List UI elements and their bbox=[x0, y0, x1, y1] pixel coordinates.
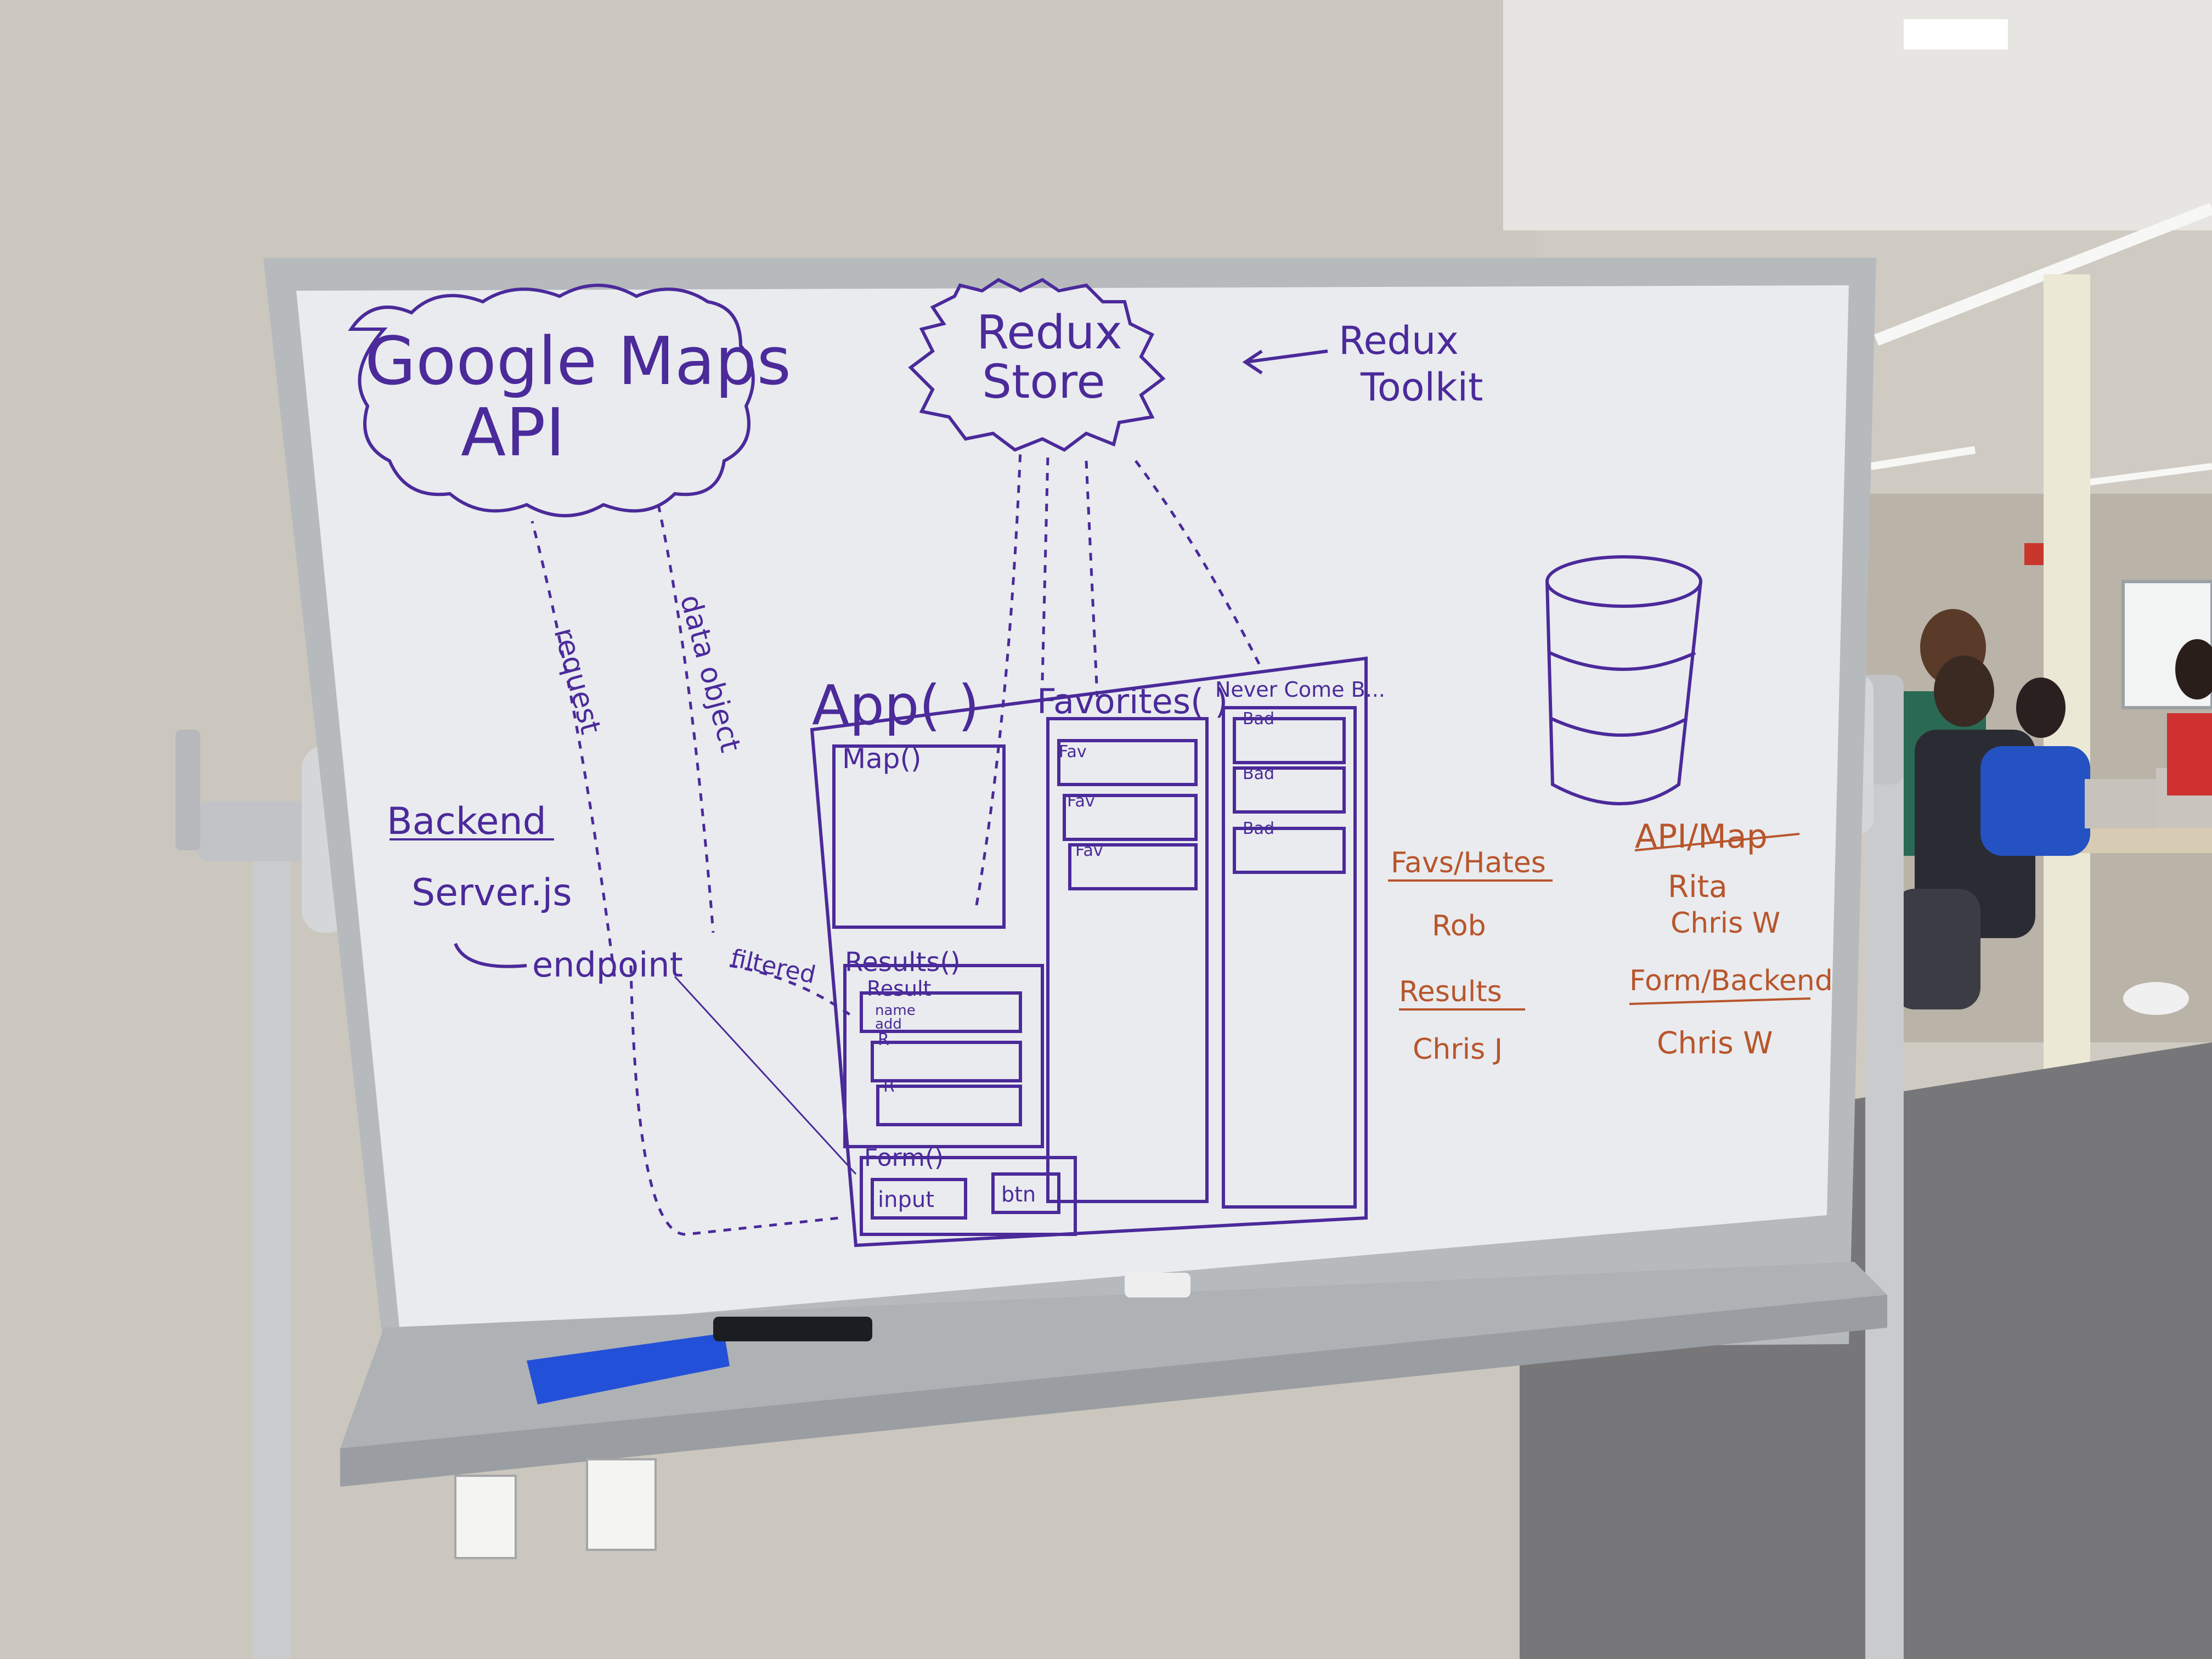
favs-hates-name: Rob bbox=[1432, 910, 1486, 943]
api-map-name: Chris W bbox=[1671, 907, 1780, 940]
results-heading: Results bbox=[1399, 975, 1502, 1008]
whiteboard-surface bbox=[296, 285, 1849, 1339]
favorites-title: Favorites( ) bbox=[1037, 681, 1228, 721]
favs-hates-heading: Favs/Hates bbox=[1391, 847, 1546, 879]
sneakers bbox=[2123, 982, 2189, 1015]
bad-row bbox=[1233, 766, 1346, 814]
marker-tray-lip bbox=[340, 1295, 1887, 1487]
stand-clamp-left bbox=[198, 801, 318, 861]
bad-item: Bad bbox=[1243, 764, 1274, 783]
tray-clip bbox=[1125, 1273, 1190, 1297]
result-r-label: R bbox=[883, 1077, 895, 1096]
fav-item: Fav bbox=[1059, 742, 1087, 761]
bad-item: Bad bbox=[1243, 709, 1274, 729]
endpoint-line bbox=[674, 975, 857, 1175]
request-arrow bbox=[531, 521, 616, 977]
person bbox=[1980, 746, 2090, 856]
fav-row bbox=[1063, 794, 1198, 841]
server-arrow bbox=[454, 943, 527, 968]
drawings bbox=[348, 278, 1702, 1248]
redux-toolkit-label-2: Toolkit bbox=[1360, 365, 1483, 410]
filtered-arrow bbox=[729, 964, 851, 1017]
stand-leg-right bbox=[1865, 757, 1904, 1659]
database-icon bbox=[1545, 555, 1702, 805]
btn-box bbox=[991, 1172, 1060, 1214]
result-name-label: name bbox=[875, 1002, 916, 1019]
google-maps-label: Google Maps bbox=[365, 324, 791, 400]
person-head bbox=[2016, 678, 2066, 738]
data-object-arrow bbox=[657, 504, 715, 933]
result-label: Result bbox=[867, 977, 931, 1001]
form-label: Form() bbox=[864, 1144, 944, 1172]
person bbox=[2167, 713, 2212, 795]
result-row bbox=[860, 991, 1022, 1033]
map-label: Map() bbox=[842, 743, 922, 775]
result-add-label: add bbox=[875, 1016, 902, 1032]
power-outlet-icon bbox=[586, 1458, 657, 1551]
result-row bbox=[876, 1085, 1022, 1126]
dashed-arrows bbox=[531, 449, 1263, 1236]
api-map-heading: API/Map bbox=[1635, 817, 1768, 856]
eraser-icon bbox=[527, 1333, 730, 1404]
pillar bbox=[2044, 274, 2090, 1086]
form-box bbox=[860, 1156, 1077, 1236]
map-box bbox=[832, 744, 1006, 929]
toolkit-arrow bbox=[1245, 349, 1328, 364]
form-backend-heading: Form/Backend bbox=[1629, 964, 1833, 997]
result-row bbox=[871, 1041, 1022, 1082]
input-label: input bbox=[878, 1187, 934, 1212]
assignment-underlines bbox=[1388, 833, 1811, 1011]
results-name: Chris J bbox=[1413, 1033, 1503, 1066]
never-come-back-title: Never Come B... bbox=[1215, 678, 1385, 702]
person-head bbox=[1934, 656, 1994, 727]
google-maps-api-label: API bbox=[461, 395, 565, 471]
result-r-label: R bbox=[878, 1030, 889, 1049]
fav-row bbox=[1057, 739, 1198, 786]
results-box bbox=[843, 964, 1044, 1148]
ceiling bbox=[1503, 0, 2212, 230]
ceiling-light-strip-2 bbox=[1870, 446, 1976, 470]
input-box bbox=[871, 1178, 967, 1220]
redux-arrow-up-2 bbox=[1041, 455, 1049, 681]
laptop bbox=[2085, 779, 2156, 828]
server-js-label: Server.js bbox=[411, 871, 572, 915]
fav-row bbox=[1068, 843, 1198, 890]
person-head bbox=[2175, 639, 2212, 699]
power-outlet-icon bbox=[454, 1475, 517, 1559]
redux-label: Redux bbox=[977, 306, 1122, 360]
spiky-cloud-icon bbox=[908, 278, 1166, 452]
backend-heading: Backend bbox=[387, 800, 546, 843]
purple-labels: Google Maps API Redux Store Redux Toolki… bbox=[365, 306, 1483, 1212]
cloud-icon bbox=[348, 284, 755, 517]
bad-row bbox=[1233, 827, 1346, 874]
stand-leg-left bbox=[252, 839, 291, 1659]
app-frame bbox=[810, 656, 1368, 1248]
results-label: Results() bbox=[845, 947, 961, 978]
endpoint-label: endpoint bbox=[532, 945, 683, 985]
fav-item: Fav bbox=[1075, 841, 1103, 860]
bad-item: Bad bbox=[1243, 819, 1274, 838]
api-map-name: Rita bbox=[1668, 869, 1728, 904]
ceiling-light-strip-3 bbox=[2084, 463, 2212, 486]
app-title: App( ) bbox=[812, 673, 979, 737]
ceiling-light bbox=[1904, 19, 2008, 49]
btn-label: btn bbox=[1001, 1182, 1036, 1206]
marker bbox=[713, 1317, 872, 1341]
redux-toolkit-label-1: Redux bbox=[1339, 318, 1459, 363]
fav-item: Fav bbox=[1067, 792, 1095, 811]
bad-row bbox=[1233, 717, 1346, 764]
orange-labels: Favs/Hates Rob Results Chris J API/Map R… bbox=[1391, 817, 1833, 1066]
form-backend-name: Chris W bbox=[1657, 1025, 1773, 1060]
store-label: Store bbox=[982, 355, 1105, 409]
marker-tray bbox=[340, 1262, 1887, 1448]
never-come-back-column bbox=[1222, 706, 1357, 1209]
chair bbox=[1893, 889, 1980, 1009]
stand-knob bbox=[176, 730, 200, 850]
favorites-column bbox=[1046, 717, 1209, 1203]
toolkit-arrowhead bbox=[1242, 349, 1263, 375]
